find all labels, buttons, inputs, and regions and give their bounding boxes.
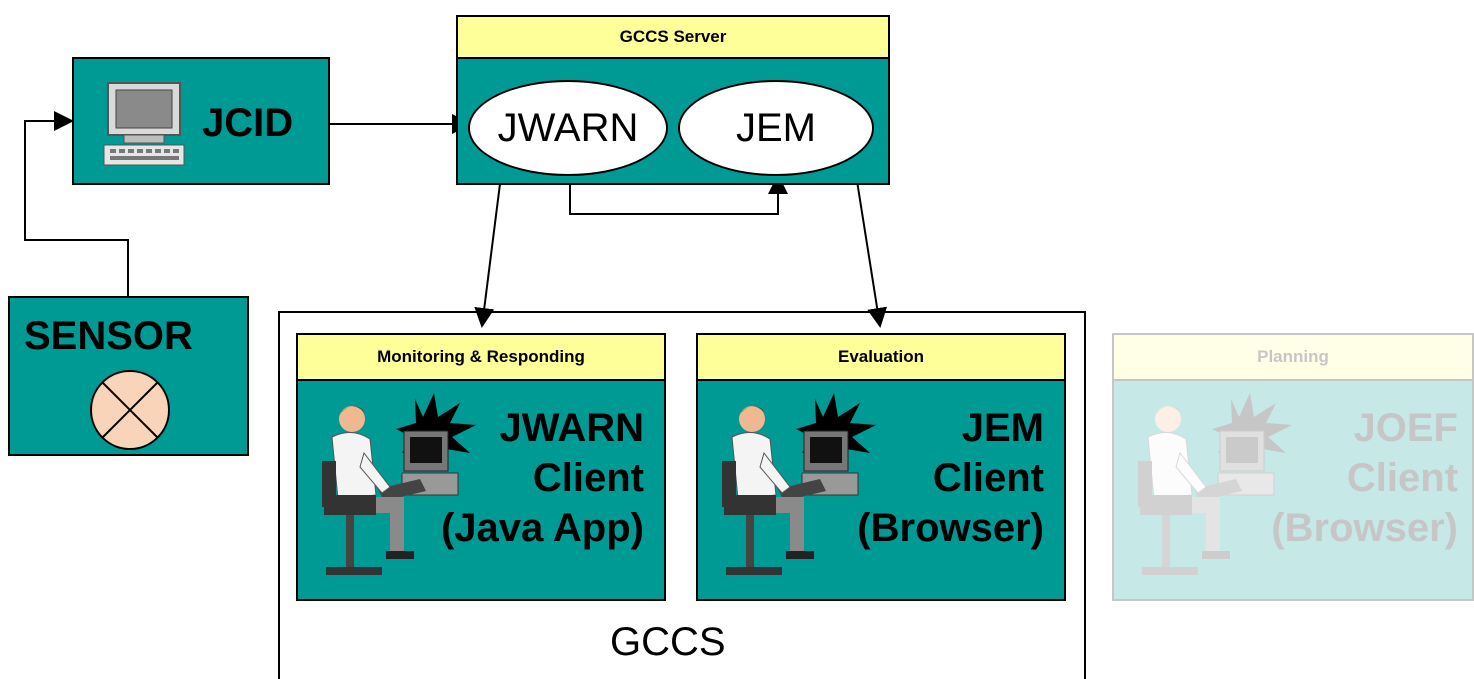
jcid-box: JCID bbox=[72, 57, 330, 185]
jwarn-client-arrow bbox=[474, 148, 515, 328]
sensor-box: SENSOR bbox=[8, 296, 249, 456]
gccs-label: GCCS bbox=[610, 620, 726, 664]
sensor-to-jcid-arrow bbox=[24, 111, 129, 296]
client-box-joef: JOEF Client (Browser) bbox=[1112, 379, 1474, 601]
client-line2: Client bbox=[532, 456, 644, 500]
client-label-jem: JEM Client (Browser) bbox=[857, 403, 1044, 553]
client-header-monitoring: Monitoring & Responding bbox=[296, 333, 666, 381]
sensor-label: SENSOR bbox=[24, 314, 193, 358]
server-header: GCCS Server bbox=[456, 15, 890, 59]
client-line3: (Java App) bbox=[440, 506, 644, 550]
client-line2: Client bbox=[932, 456, 1044, 500]
client-header-planning: Planning bbox=[1112, 333, 1474, 381]
client-label-jwarn: JWARN Client (Java App) bbox=[441, 403, 644, 553]
jwarn-node: JWARN bbox=[468, 80, 668, 176]
client-header-evaluation: Evaluation bbox=[696, 333, 1066, 381]
jem-node: JEM bbox=[678, 80, 874, 176]
sensor-symbol-icon bbox=[90, 370, 170, 450]
client-label-joef: JOEF Client (Browser) bbox=[1271, 403, 1458, 553]
operator-at-computer-icon bbox=[1138, 393, 1292, 575]
jem-client-arrow bbox=[841, 142, 888, 328]
client-box-jwarn: JWARN Client (Java App) bbox=[296, 379, 666, 601]
operator-at-computer-icon bbox=[722, 393, 876, 575]
computer-icon bbox=[103, 82, 185, 166]
client-line2: Client bbox=[1346, 456, 1458, 500]
client-line1: JEM bbox=[961, 406, 1044, 450]
jwarn-jem-link bbox=[560, 158, 788, 215]
client-line3: (Browser) bbox=[1271, 506, 1458, 550]
client-line3: (Browser) bbox=[857, 506, 1044, 550]
client-line1: JOEF bbox=[1353, 406, 1458, 450]
gccs-container bbox=[278, 311, 1086, 679]
client-box-jem: JEM Client (Browser) bbox=[696, 379, 1066, 601]
operator-at-computer-icon bbox=[322, 393, 476, 575]
client-line1: JWARN bbox=[499, 406, 644, 450]
jcid-label: JCID bbox=[202, 101, 294, 145]
